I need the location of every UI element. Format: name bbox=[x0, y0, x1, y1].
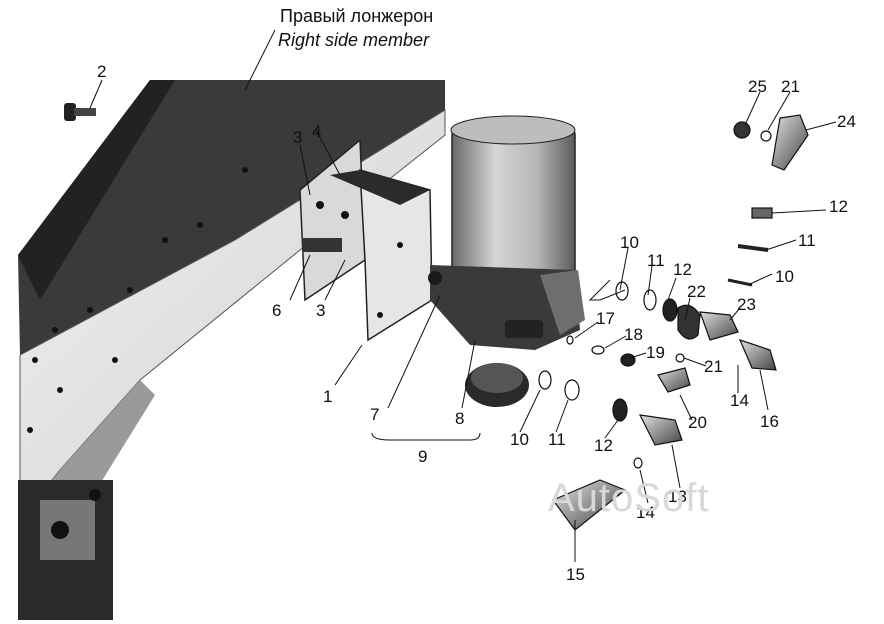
callout-10-lower: 10 bbox=[510, 430, 529, 449]
callout-10-right: 10 bbox=[775, 267, 794, 286]
callout-18: 18 bbox=[624, 325, 643, 344]
side-member-rail bbox=[18, 80, 446, 620]
callout-1: 1 bbox=[323, 387, 332, 406]
callout-16: 16 bbox=[760, 412, 779, 431]
callout-9: 9 bbox=[418, 447, 427, 466]
callout-4: 4 bbox=[312, 122, 321, 141]
callout-6: 6 bbox=[272, 301, 281, 320]
callout-13: 13 bbox=[668, 487, 687, 506]
callout-labels: 2 3 4 6 3 1 7 8 9 10 11 12 22 23 17 18 1… bbox=[97, 62, 856, 584]
callout-22: 22 bbox=[687, 282, 706, 301]
callout-23: 23 bbox=[737, 295, 756, 314]
watermark: AutoSoft bbox=[548, 476, 710, 520]
callout-20: 20 bbox=[688, 413, 707, 432]
callout-12-lower: 12 bbox=[594, 436, 613, 455]
callout-11-upper: 11 bbox=[647, 251, 665, 270]
air-dryer-unit bbox=[428, 115, 585, 407]
callout-25: 25 bbox=[748, 77, 767, 96]
callout-11-lower: 11 bbox=[548, 430, 566, 449]
callout-8: 8 bbox=[455, 409, 464, 428]
callout-2: 2 bbox=[97, 62, 106, 81]
callout-19: 19 bbox=[646, 343, 665, 362]
bolt-part-2 bbox=[64, 103, 96, 121]
callout-3-bottom: 3 bbox=[316, 301, 325, 320]
callout-21-top: 21 bbox=[781, 77, 800, 96]
callout-24: 24 bbox=[837, 112, 856, 131]
callout-17: 17 bbox=[596, 309, 615, 328]
fitting-parts bbox=[538, 114, 809, 531]
callout-12-upper: 12 bbox=[673, 260, 692, 279]
callout-3-top: 3 bbox=[293, 128, 302, 147]
caption-russian: Правый лонжерон bbox=[280, 6, 434, 26]
callout-11-right: 11 bbox=[798, 231, 816, 250]
callout-12-right: 12 bbox=[829, 197, 848, 216]
callout-21-middle: 21 bbox=[704, 357, 723, 376]
callout-10-upper: 10 bbox=[620, 233, 639, 252]
bracket-part-1 bbox=[299, 138, 433, 342]
callout-15: 15 bbox=[566, 565, 585, 584]
callout-14-lower: 14 bbox=[636, 503, 655, 522]
callout-7: 7 bbox=[370, 405, 379, 424]
caption-english: Right side member bbox=[278, 30, 430, 50]
leader-lines bbox=[89, 29, 837, 562]
callout-14-right: 14 bbox=[730, 391, 749, 410]
